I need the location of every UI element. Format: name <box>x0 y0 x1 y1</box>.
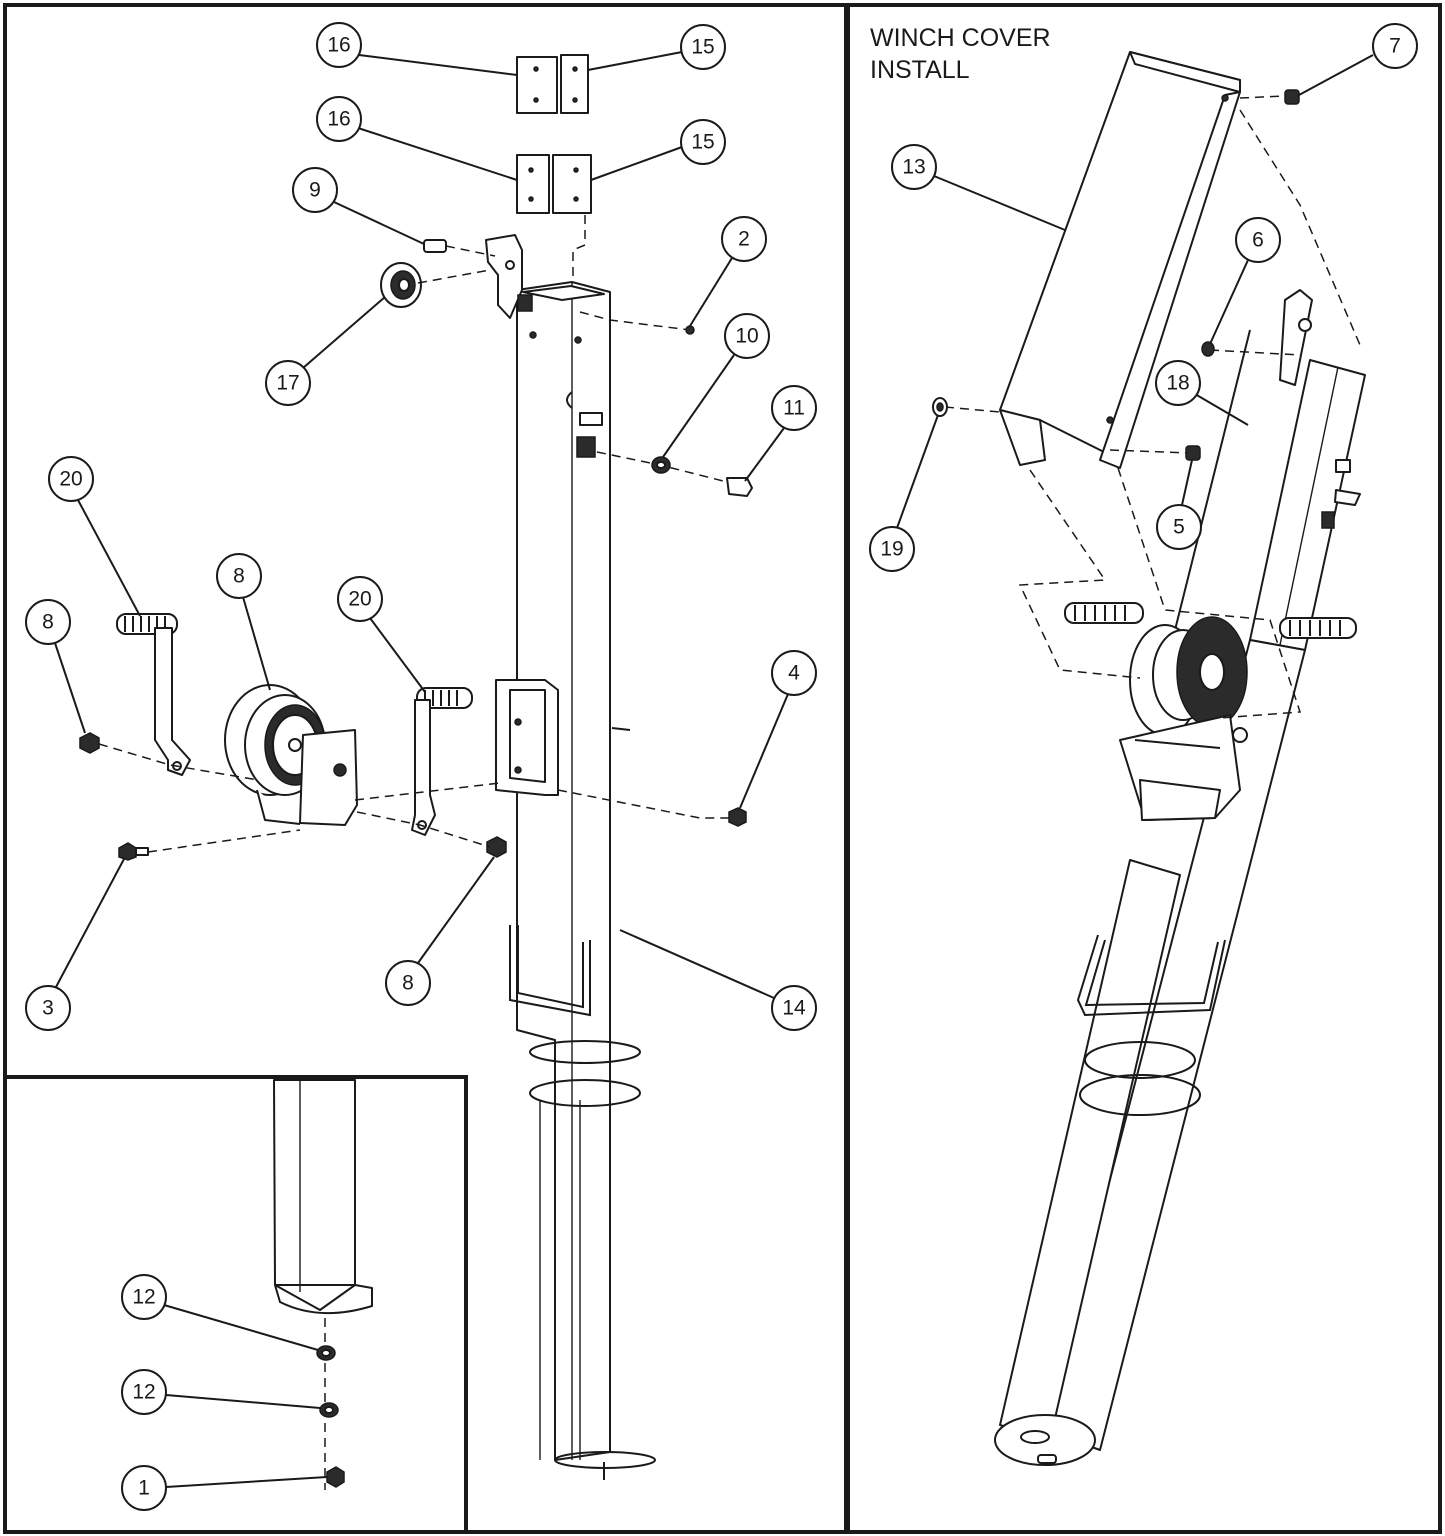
svg-text:7: 7 <box>1389 35 1401 58</box>
callout-15-lower: 15 <box>590 119 726 181</box>
svg-text:17: 17 <box>276 372 299 395</box>
exploded-view: 16 15 16 15 9 2 17 <box>25 22 817 1480</box>
crank-handle-left <box>116 613 191 776</box>
cover-title-line1: WINCH COVER <box>870 24 1051 52</box>
callout-8-winch: 8 <box>216 553 271 691</box>
bolt-11 <box>726 477 753 497</box>
cover-panel-frame <box>846 3 1442 1534</box>
nut-1 <box>326 1466 345 1488</box>
callout-16-lower: 16 <box>316 96 518 181</box>
plate-align-dash <box>572 215 586 285</box>
callout-10: 10 <box>662 313 770 458</box>
cover-left-dash <box>1018 469 1141 679</box>
svg-text:3: 3 <box>42 997 54 1020</box>
nut-19-dash <box>944 406 1001 413</box>
sheave-pulley <box>380 262 422 308</box>
svg-text:9: 9 <box>309 179 321 202</box>
nut-8-right <box>486 836 507 858</box>
svg-text:12: 12 <box>132 1381 155 1404</box>
spacer-plate-pair-top <box>516 54 589 114</box>
callout-9: 9 <box>292 167 425 245</box>
svg-text:8: 8 <box>402 972 414 995</box>
callout-4: 4 <box>739 650 817 809</box>
svg-text:13: 13 <box>902 156 925 179</box>
svg-text:1: 1 <box>138 1477 150 1500</box>
callout-18: 18 <box>1155 360 1249 426</box>
winch-cover-view: WINCH COVER INSTALL <box>869 23 1418 1466</box>
callout-8-left: 8 <box>25 599 86 734</box>
bolt-9 <box>423 239 447 253</box>
pulley-dash <box>417 269 491 284</box>
callout-1: 1 <box>121 1465 328 1511</box>
bolt-3 <box>118 842 149 861</box>
callout-15-top: 15 <box>587 24 726 71</box>
callout-13: 13 <box>891 144 1066 231</box>
winch-nut-4-dash <box>354 782 729 819</box>
winch-bolt-dash <box>147 811 491 853</box>
bolt-9-dash <box>445 245 496 257</box>
svg-text:6: 6 <box>1252 229 1264 252</box>
nut-4 <box>728 807 747 827</box>
svg-text:10: 10 <box>735 325 758 348</box>
svg-text:19: 19 <box>880 538 903 561</box>
hand-winch <box>224 684 358 826</box>
winch-cover <box>999 51 1241 469</box>
callout-7: 7 <box>1298 23 1418 96</box>
svg-text:16: 16 <box>327 108 350 131</box>
callout-14: 14 <box>619 929 817 1031</box>
callout-2: 2 <box>689 216 767 327</box>
screw-5 <box>1185 445 1201 461</box>
spacer-plate-pair-bottom <box>516 154 592 214</box>
callout-20-right: 20 <box>337 576 426 693</box>
callout-12-bottom: 12 <box>121 1369 321 1415</box>
nut-2-dash <box>579 311 691 331</box>
winch-post <box>495 281 656 1480</box>
callout-3: 3 <box>25 858 125 1031</box>
detail-panel-frame <box>3 1075 468 1534</box>
screw-7-dash <box>1239 95 1286 99</box>
nut-8-left <box>79 732 100 754</box>
svg-text:8: 8 <box>42 611 54 634</box>
svg-text:8: 8 <box>233 565 245 588</box>
callout-17: 17 <box>265 296 386 406</box>
callout-20-left: 20 <box>48 456 141 617</box>
callout-12-top: 12 <box>121 1274 319 1351</box>
svg-text:14: 14 <box>782 997 806 1020</box>
svg-text:4: 4 <box>788 662 800 685</box>
svg-text:18: 18 <box>1166 372 1189 395</box>
screw-7 <box>1284 89 1300 105</box>
callout-16-top: 16 <box>316 22 518 76</box>
callout-11: 11 <box>744 385 817 482</box>
svg-text:12: 12 <box>132 1286 155 1309</box>
pulley-bracket <box>485 234 533 319</box>
mounted-post <box>994 289 1366 1466</box>
svg-text:11: 11 <box>783 397 805 420</box>
callout-19: 19 <box>869 414 939 572</box>
cover-bottom-dash <box>1117 467 1302 719</box>
svg-text:20: 20 <box>348 588 371 611</box>
svg-text:15: 15 <box>691 131 714 154</box>
crank-handle-right <box>411 687 473 836</box>
base-detail-view: 12 12 1 <box>121 1079 373 1511</box>
svg-text:15: 15 <box>691 36 714 59</box>
nut-19 <box>932 397 948 417</box>
svg-text:5: 5 <box>1173 516 1185 539</box>
svg-text:2: 2 <box>738 228 750 251</box>
svg-text:20: 20 <box>59 468 82 491</box>
nut-6-dash <box>1209 349 1301 356</box>
svg-text:16: 16 <box>327 34 350 57</box>
cover-right-dash <box>1239 109 1361 346</box>
callout-6: 6 <box>1209 217 1281 345</box>
nut-6 <box>1201 341 1215 357</box>
callout-8-right: 8 <box>385 856 495 1006</box>
screw-5-dash <box>1109 449 1191 454</box>
callout-5: 5 <box>1156 459 1202 550</box>
cover-title-line2: INSTALL <box>870 56 970 84</box>
nut-2 <box>685 325 695 335</box>
